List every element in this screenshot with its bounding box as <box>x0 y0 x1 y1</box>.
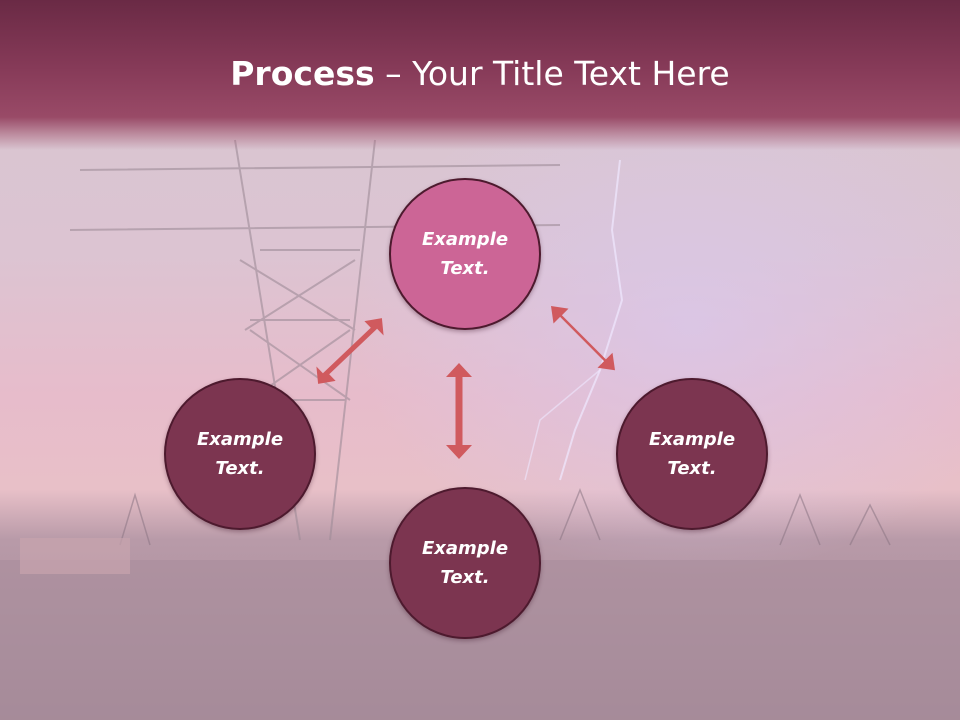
process-node-left: Example Text. <box>164 378 316 530</box>
process-node-right: Example Text. <box>616 378 768 530</box>
arrow-top-right <box>551 306 615 371</box>
process-node-top: Example Text. <box>389 178 541 330</box>
arrow-vertical <box>446 363 472 459</box>
arrow-top-left <box>316 318 384 384</box>
title-band <box>0 0 960 150</box>
title-rest: – Your Title Text Here <box>374 54 730 93</box>
title-bold-word: Process <box>230 54 375 93</box>
process-node-bottom: Example Text. <box>389 487 541 639</box>
slide-title: Process – Your Title Text Here <box>0 52 960 96</box>
